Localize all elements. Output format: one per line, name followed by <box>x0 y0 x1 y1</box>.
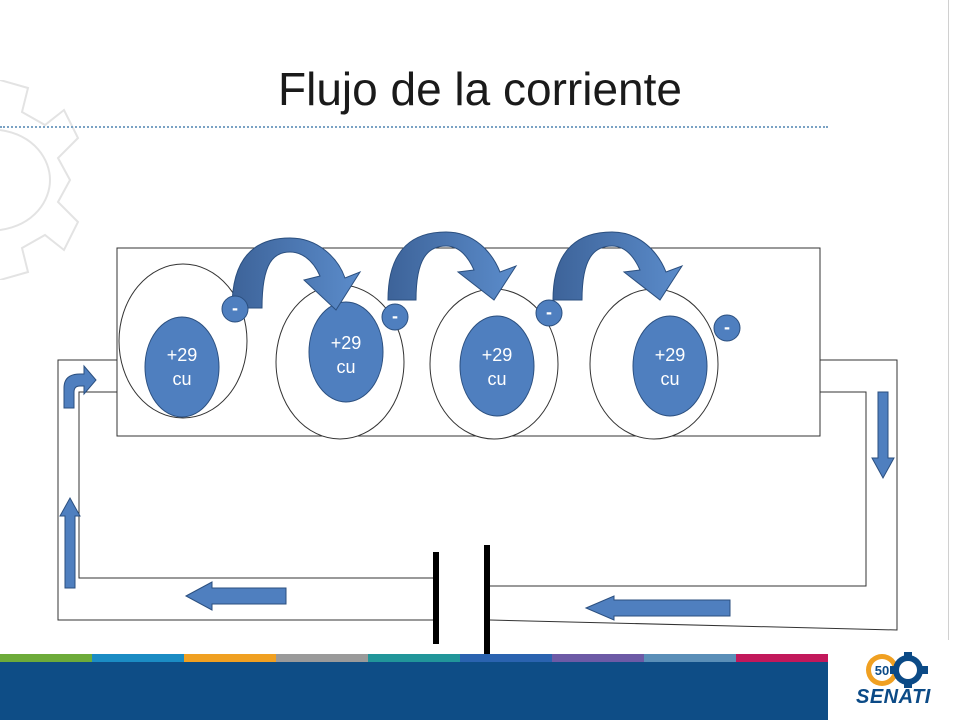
battery-negative-plate <box>433 552 439 644</box>
arrow-up-icon <box>59 496 81 589</box>
atom-nucleus <box>144 316 220 418</box>
atom-nucleus <box>459 315 535 417</box>
electron <box>221 295 249 323</box>
atom-element: cu <box>336 357 356 377</box>
footer-stripe <box>276 654 368 662</box>
curved-arrow-icon <box>552 231 684 301</box>
atom-element: cu <box>172 369 192 389</box>
atom-label: +29 cu <box>142 343 222 391</box>
curved-arrow-icon <box>387 231 518 301</box>
curved-arrow-icon <box>63 364 97 409</box>
footer-bar <box>0 662 828 720</box>
electron <box>381 303 409 331</box>
atom-charge: +29 <box>166 345 198 365</box>
circuit-diagram <box>57 231 898 655</box>
footer-stripe <box>184 654 276 662</box>
footer-stripe <box>368 654 460 662</box>
footer-stripe <box>92 654 184 662</box>
logo-text: SENATI <box>856 686 931 708</box>
atom-nucleus <box>632 315 708 417</box>
atom-element: cu <box>487 369 507 389</box>
gear-icon <box>0 80 80 280</box>
footer-color-stripes <box>0 654 828 662</box>
curved-arrow-icon <box>231 237 362 311</box>
footer-stripe <box>736 654 828 662</box>
arrow-left-icon <box>184 581 287 611</box>
footer-stripe <box>644 654 736 662</box>
electron-sign: - <box>546 302 552 322</box>
atom-label: +29 cu <box>630 343 710 391</box>
atom-charge: +29 <box>481 345 513 365</box>
circuit-wire-inner-left <box>78 391 436 579</box>
atom-charge: +29 <box>330 333 362 353</box>
slide-title: Flujo de la corriente <box>278 63 682 115</box>
battery-positive-plate <box>484 545 490 655</box>
arrow-left-icon <box>584 595 731 621</box>
arrow-down-icon <box>871 391 895 480</box>
title-divider <box>0 126 828 128</box>
senati-logo: 50 <box>866 652 928 688</box>
gear-icon <box>866 652 928 688</box>
slide-edge-line <box>948 0 949 640</box>
atom-label: +29 cu <box>457 343 537 391</box>
atom-nucleus <box>308 301 384 403</box>
atom-label: +29 cu <box>306 331 386 379</box>
footer-stripe <box>0 654 92 662</box>
logo-badge: 50 <box>875 663 889 678</box>
electron <box>535 299 563 327</box>
electron-sign: - <box>724 317 730 337</box>
circuit-wire-outer-left <box>57 359 436 621</box>
circuit-wire-outer-right <box>489 359 898 631</box>
footer-stripe <box>552 654 644 662</box>
atom-charge: +29 <box>654 345 686 365</box>
footer-stripe <box>460 654 552 662</box>
electron-sign: - <box>232 298 238 318</box>
electron <box>713 314 741 342</box>
electron-sign: - <box>392 306 398 326</box>
atom-element: cu <box>660 369 680 389</box>
circuit-wire-inner-right <box>490 391 867 587</box>
